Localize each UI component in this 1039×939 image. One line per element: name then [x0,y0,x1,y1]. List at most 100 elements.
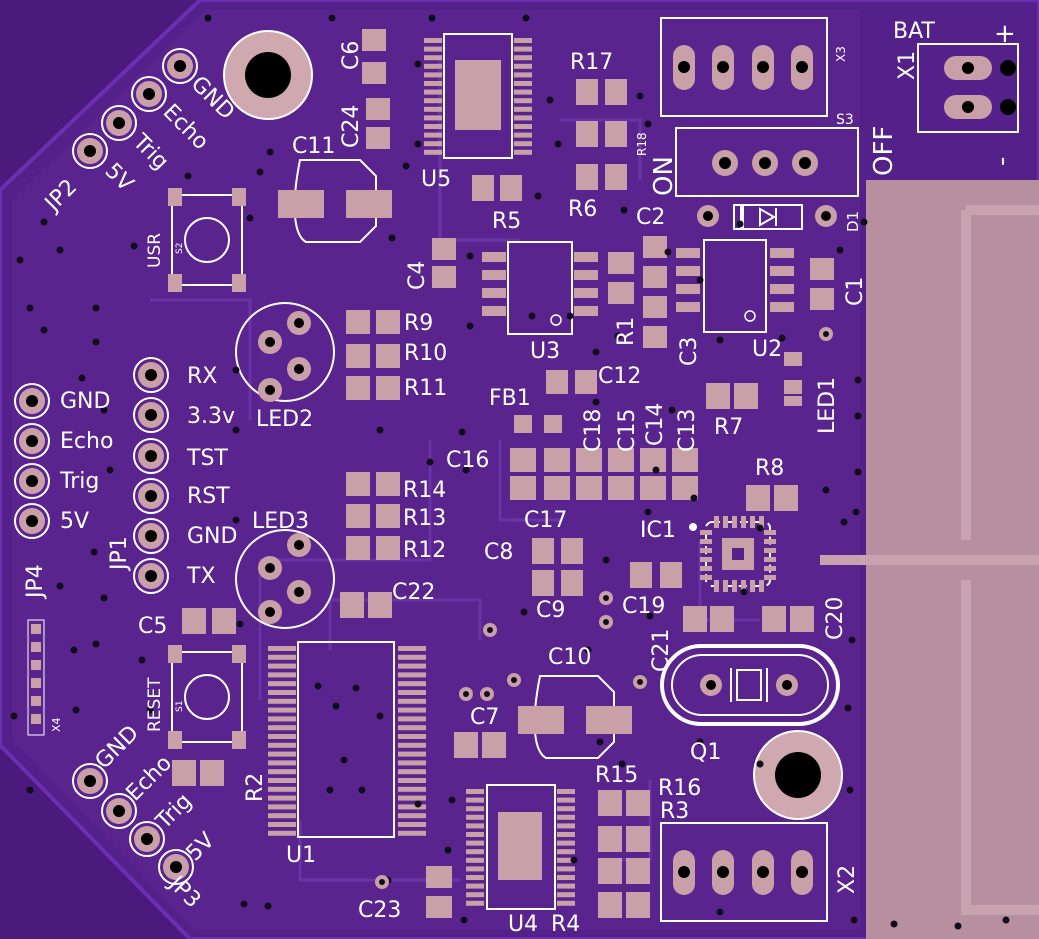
via [256,168,264,176]
ic1-pin [723,580,728,592]
c15-label: C15 [615,409,640,452]
via [266,148,274,156]
via [146,706,154,714]
via [596,738,604,746]
via [232,516,240,524]
r18-label: R18 [635,132,649,156]
reset-button [168,645,246,749]
smd-pad [640,476,666,500]
smd-pads [172,29,834,918]
u1-pin [398,725,426,731]
u5-pin [424,55,442,61]
smd-pad [532,538,554,564]
smd-pad [366,127,390,149]
jp1-label-tst: TST [186,446,228,471]
via [836,246,844,254]
smd-pad [544,476,570,500]
u4-pin [557,832,575,837]
c21-label: C21 [649,629,674,672]
u4-pin [557,806,575,812]
test-pad-hole [511,677,517,683]
via [90,548,98,556]
smd-pad [546,370,568,394]
ic1-pin [700,539,712,544]
u1-pin [398,681,426,687]
smd-pad [734,383,758,409]
via [448,796,456,804]
jp1-pin-hole [145,570,157,582]
u4-pin [466,866,484,872]
smd-pad [784,380,802,394]
u4-pin [466,823,484,829]
via [92,338,100,346]
jp2-pin-hole [174,60,186,72]
test-pad-hole [379,879,385,885]
u4-pin [466,840,484,846]
via [664,248,672,256]
u1-chip [297,641,395,838]
u1-pin [268,734,296,739]
u1-pin [268,698,296,704]
via [848,636,856,644]
ic1-pin [714,516,719,528]
smd-pad [774,485,798,511]
via [414,60,422,68]
u5-pin [424,63,442,69]
u5-pin [514,72,532,78]
u5-pin [514,46,532,52]
c7-label: C7 [470,705,499,730]
bat-label: BAT [893,19,935,44]
c2-label: C2 [636,205,665,230]
fb1-label: FB1 [489,386,531,411]
via [852,508,860,516]
smd-pad [346,344,370,368]
smd-pad [346,472,370,496]
u1-pin [268,646,296,651]
x4-header [27,619,45,736]
u5-pin [514,149,532,155]
smd-pad [810,258,834,280]
u1-pin [268,769,296,775]
c5-label: C5 [138,614,167,639]
u1-pin [398,734,426,739]
r1-label: R1 [614,317,639,346]
jp2-pin-outline [162,48,198,84]
smd-pad [346,310,370,334]
via [534,192,542,200]
via [204,14,212,22]
smd-pad [643,326,667,348]
ic1-pin [700,557,712,562]
s3-label: S3 [836,112,854,128]
smd-pad [605,79,627,105]
via [840,518,848,526]
smd-pad [576,476,602,500]
via [130,242,138,250]
r6-label: R6 [568,197,597,222]
u4-pin [557,814,575,820]
u4-pin [466,857,484,863]
jp2-pin-outline [72,133,108,169]
via [696,276,704,284]
via [388,234,396,242]
smd-pad [643,236,667,258]
jp4-label-5v: 5V [60,509,89,534]
smd-pad [598,858,622,884]
via [100,594,108,602]
jp1-pin-outline [133,518,169,554]
u4-pin [557,892,575,898]
smd-pad [608,448,634,472]
led3-label: LED3 [252,509,309,534]
s1-label: S1 [175,701,185,712]
via [522,14,530,22]
smd-pad [544,415,562,433]
ic1-pin [750,580,755,592]
smd-pad [762,606,786,632]
r17-label: R17 [570,50,613,75]
u1-pin [268,654,296,660]
jp1-label-gnd: GND [187,524,237,549]
u1-pin [268,830,296,836]
u1-pin [268,804,296,810]
via [592,398,600,406]
test-pad-hole [637,679,643,685]
reset-label: RESET [145,677,165,732]
